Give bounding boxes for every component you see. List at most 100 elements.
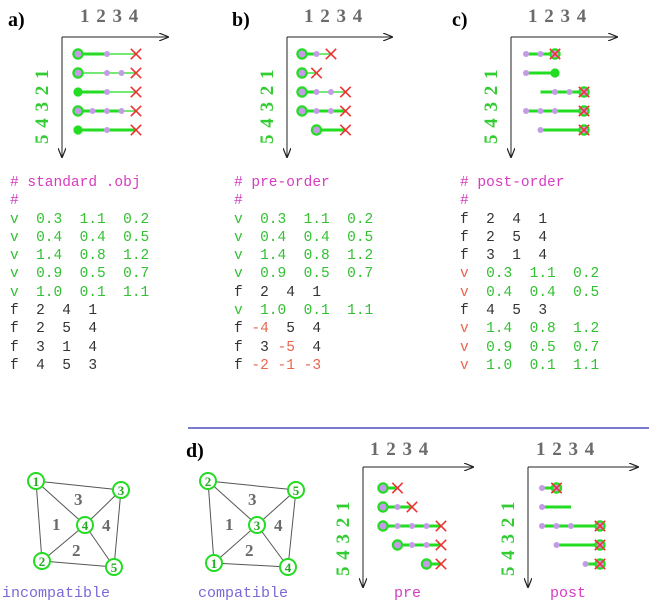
face-label: 4: [274, 516, 283, 535]
face-label: 1: [52, 515, 61, 534]
face-reference-dot: [328, 89, 334, 95]
caption-post: post: [550, 585, 587, 602]
vertex-label: 2: [205, 474, 212, 489]
face-reference-dot: [423, 542, 430, 548]
panel-b-column-numbers: 1 2 3 4: [304, 6, 363, 27]
vertex-node: 1: [205, 554, 223, 572]
panel-a-edge-grid: [72, 48, 142, 136]
panel-b-label: b): [232, 9, 250, 31]
vertex-label: 5: [293, 483, 300, 498]
obj-line: # pre-order: [234, 175, 330, 191]
obj-line: f 2 4 1: [10, 303, 98, 320]
vertex-release-cross: [339, 105, 352, 117]
mesh-edge: [207, 480, 215, 564]
face-reference-dot: [553, 523, 560, 529]
vertex-definition-marker: [310, 124, 323, 136]
face-reference-dot: [313, 89, 320, 95]
mesh-edge: [213, 562, 289, 568]
face-reference-dot: [537, 108, 544, 114]
obj-line: #: [460, 193, 469, 210]
vertex-release-cross: [339, 124, 352, 136]
face-reference-dot: [409, 542, 415, 548]
vertex-release-cross: [391, 482, 404, 494]
panel-c-row-numbers: 5 4 3 2 1: [481, 69, 502, 145]
mesh-edge: [213, 524, 258, 564]
obj-line: v 0.4 0.4 0.5: [460, 284, 600, 301]
vertex-label: 1: [211, 556, 218, 571]
panel-d-post-column-numbers: 1 2 3 4: [536, 439, 595, 460]
obj-line: f -2 -1 -3: [234, 357, 322, 374]
vertex-node: 4: [76, 516, 94, 534]
caption-incompatible: incompatible: [2, 585, 111, 602]
vertex-definition-marker: [296, 67, 308, 79]
vertex-release-cross: [435, 539, 447, 551]
face-reference-dot: [394, 523, 401, 529]
panel-c-column-numbers: 1 2 3 4: [528, 6, 587, 27]
obj-line: v 0.9 0.5 0.7: [234, 266, 374, 283]
face-label: 3: [248, 490, 257, 509]
mesh-compatible: 3 1 4 2 2 5 3 1 4: [199, 472, 305, 576]
obj-line: v 1.0 0.1 1.1: [10, 284, 150, 301]
obj-line: #: [10, 193, 19, 210]
vertex-release-cross: [594, 539, 606, 551]
face-reference-dot: [523, 70, 529, 76]
vertex-definition-marker: [72, 105, 84, 117]
face-reference-dot: [313, 51, 320, 57]
obj-line: f 2 5 4: [10, 321, 98, 338]
vertex-label: 3: [254, 518, 261, 533]
face-reference-dot: [568, 523, 574, 529]
panel-a-row-numbers: 5 4 3 2 1: [32, 69, 53, 145]
panel-c: c) 1 2 3 4 5 4 3 2 1: [452, 6, 617, 157]
face-reference-dot: [523, 51, 529, 57]
vertex-release-cross: [325, 48, 337, 60]
vertex-definition-marker: [391, 539, 404, 551]
mesh-edge: [41, 560, 115, 568]
vertex-label: 4: [82, 518, 89, 533]
vertex-node: 3: [248, 516, 266, 534]
obj-line: v 0.3 1.1 0.2: [460, 266, 600, 283]
vertex-definition-marker: [377, 501, 389, 513]
mesh-edge: [207, 480, 297, 491]
obj-line: v 1.4 0.8 1.2: [234, 248, 374, 265]
vertex-release-cross: [578, 86, 590, 98]
face-reference-dot: [537, 127, 544, 133]
vertex-release-cross: [578, 105, 590, 117]
obj-line: v 0.4 0.4 0.5: [234, 229, 374, 246]
vertex-label: 4: [285, 560, 292, 575]
face-label: 1: [225, 515, 234, 534]
mesh-edge: [113, 489, 122, 568]
panel-d-label: d): [186, 440, 204, 462]
vertex-node: 5: [287, 481, 305, 499]
face-reference-dot: [537, 51, 544, 57]
panel-b: b) 1 2 3 4 5 4 3 2 1: [232, 6, 392, 157]
face-reference-dot: [118, 70, 125, 76]
vertex-node: 5: [105, 558, 123, 576]
vertex-release-cross: [130, 86, 142, 98]
vertex-definition-marker: [377, 520, 389, 532]
face-label: 2: [72, 541, 81, 560]
face-label: 3: [74, 490, 83, 509]
panel-d: d) 1 2 3 4 5 4 3 2 1 1 2 3 4 5 4 3 2 1: [186, 439, 638, 587]
mesh-edge: [41, 524, 86, 562]
vertex-definition-marker: [420, 558, 433, 570]
caption-pre: pre: [394, 585, 422, 602]
vertex-definition-marker: [72, 48, 84, 60]
vertex-node: 2: [199, 472, 217, 490]
face-reference-dot: [552, 108, 558, 114]
panel-d-post-row-numbers: 5 4 3 2 1: [498, 501, 519, 577]
vertex-release-cross: [549, 48, 561, 60]
vertex-release-cross: [130, 48, 142, 60]
vertex-node: 4: [279, 558, 297, 576]
face-reference-dot: [104, 127, 110, 133]
vertex-node: 1: [27, 472, 45, 490]
vertex-release-cross: [594, 520, 606, 532]
obj-line: v 1.0 0.1 1.1: [234, 303, 374, 320]
vertex-release-cross: [130, 105, 142, 117]
vertex-definition-marker: [296, 86, 308, 98]
vertex-release-cross: [435, 520, 447, 532]
vertex-node: 3: [112, 481, 130, 499]
panel-a-column-numbers: 1 2 3 4: [80, 6, 139, 27]
